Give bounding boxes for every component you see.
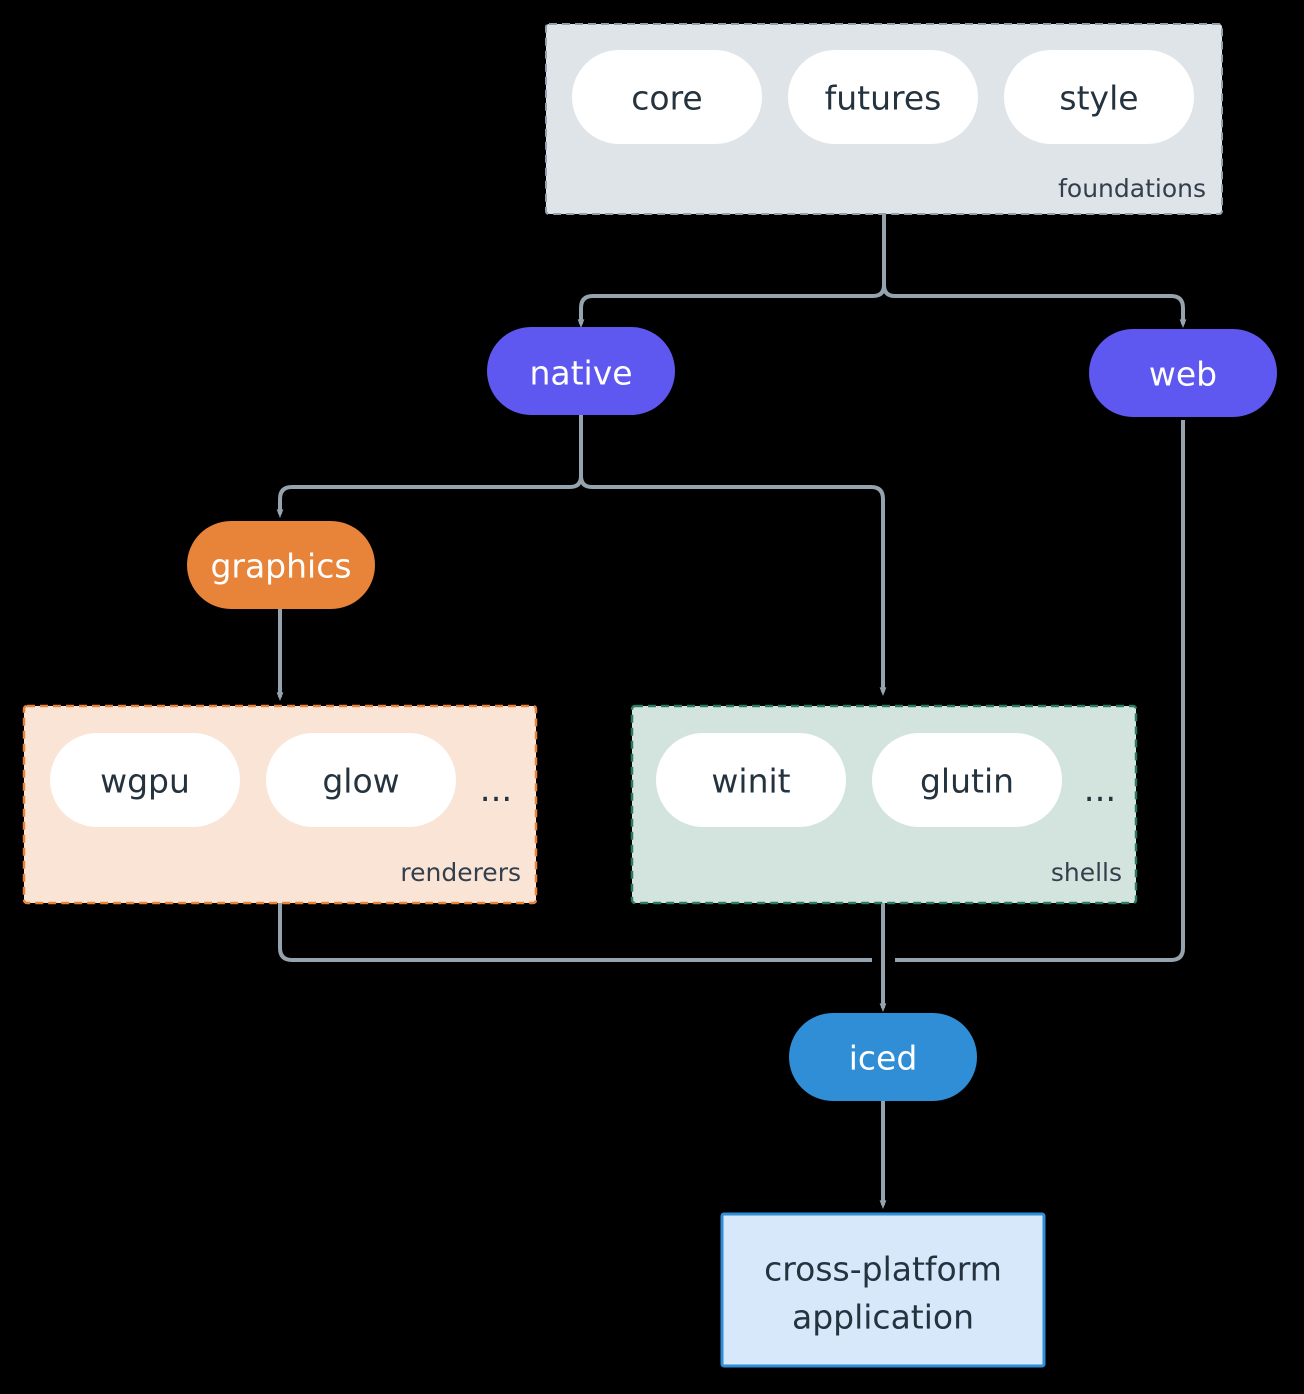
edge-web-to-iced xyxy=(895,420,1185,962)
pill-winit[interactable] xyxy=(656,733,846,827)
shells-more-ellipsis: ... xyxy=(1084,770,1116,810)
group-renderers[interactable]: wgpu glow ... renderers xyxy=(22,704,538,905)
renderers-group-label: renderers xyxy=(400,858,521,887)
edge-native-to-shells xyxy=(579,475,887,697)
node-iced[interactable]: iced xyxy=(789,1013,977,1101)
application-label-line2: application xyxy=(792,1298,974,1337)
pill-glutin-label: glutin xyxy=(920,762,1014,801)
node-iced-shape xyxy=(789,1013,977,1101)
pill-wgpu[interactable] xyxy=(50,733,240,827)
pill-glow-label: glow xyxy=(322,762,399,801)
node-cross-platform-application[interactable]: cross-platform application xyxy=(720,1212,1046,1368)
node-native-shape xyxy=(487,327,675,415)
node-native-label: native xyxy=(529,354,632,393)
pill-glow[interactable] xyxy=(266,733,456,827)
node-web[interactable]: web xyxy=(1089,329,1277,417)
group-shells[interactable]: winit glutin ... shells xyxy=(630,704,1138,905)
pill-style[interactable] xyxy=(1004,50,1194,144)
pill-core-label: core xyxy=(631,79,702,118)
edge-renderers-to-iced xyxy=(278,903,872,962)
foundations-group-label: foundations xyxy=(1058,174,1206,203)
node-graphics[interactable]: graphics xyxy=(187,521,375,609)
edge-native-to-graphics xyxy=(276,475,583,519)
application-box-shape xyxy=(720,1212,1046,1368)
group-foundations[interactable]: core futures style foundations xyxy=(545,23,1223,215)
node-web-shape xyxy=(1089,329,1277,417)
pill-glutin[interactable] xyxy=(872,733,1062,827)
node-graphics-label: graphics xyxy=(210,547,351,586)
edge-foundations-to-web xyxy=(882,284,1187,329)
edge-foundations-to-native xyxy=(577,284,886,329)
pill-wgpu-label: wgpu xyxy=(100,762,190,801)
edge-layer xyxy=(276,214,1187,1210)
node-iced-label: iced xyxy=(849,1039,918,1078)
node-native[interactable]: native xyxy=(487,327,675,415)
pill-winit-label: winit xyxy=(711,762,790,801)
pill-futures-label: futures xyxy=(825,79,942,118)
pill-core[interactable] xyxy=(572,50,762,144)
node-graphics-shape xyxy=(187,521,375,609)
application-label-line1: cross-platform xyxy=(764,1250,1002,1289)
node-web-label: web xyxy=(1149,355,1217,394)
pill-style-label: style xyxy=(1059,79,1138,118)
renderers-more-ellipsis: ... xyxy=(480,770,512,810)
shells-group-label: shells xyxy=(1051,858,1122,887)
pill-futures[interactable] xyxy=(788,50,978,144)
